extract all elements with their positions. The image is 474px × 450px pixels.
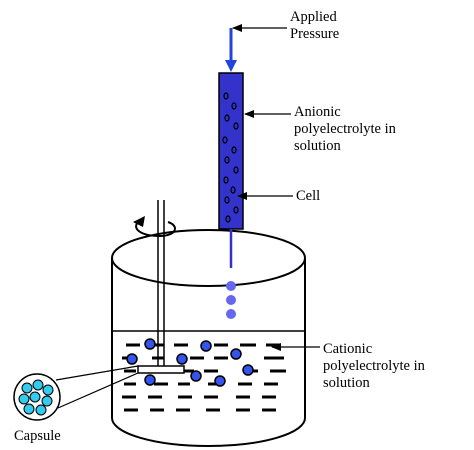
anionic-polyelectrolyte-label: Anionic polyelectrolyte in solution [294, 104, 396, 155]
droplet [226, 309, 236, 319]
anionic-line-2: polyelectrolyte in [294, 121, 396, 137]
cationic-polyelectrolyte-label: Cationic polyelectrolyte in solution [323, 341, 425, 392]
bead [230, 348, 242, 360]
stirrer-paddle [137, 365, 185, 374]
magnify-line-bottom [57, 372, 139, 409]
pressure-arrowhead [225, 60, 237, 72]
cell-label-text: Cell [296, 188, 321, 204]
droplet [226, 281, 236, 291]
cationic-line-1: Cationic [323, 341, 373, 357]
magnify-line-top [55, 365, 139, 381]
capsule-label-text: Capsule [14, 428, 61, 444]
bead [214, 375, 226, 387]
bead [242, 364, 254, 376]
capsule-beads [126, 338, 254, 387]
applied-pressure-label: Applied Pressure [290, 9, 339, 43]
beaker-bottom [111, 417, 306, 447]
anionic-cells [222, 92, 239, 223]
bead [126, 353, 138, 365]
syringe [218, 28, 244, 268]
beaker-rim [111, 229, 306, 287]
applied-pressure-line-2: Pressure [290, 26, 340, 42]
bead [200, 340, 212, 352]
stirrer [133, 200, 185, 374]
cationic-line-3: solution [323, 375, 370, 391]
bead [144, 338, 156, 350]
droplet [226, 295, 236, 305]
syringe-barrel [218, 72, 244, 230]
capsule-cells [18, 379, 54, 416]
label-arrows [232, 24, 320, 351]
curved-arrow-head [133, 216, 145, 227]
bead [144, 374, 156, 386]
applied-pressure-line-1: Applied [290, 9, 337, 25]
bead [176, 353, 188, 365]
bead [190, 370, 202, 382]
curved-arrow-icon [135, 219, 176, 238]
capsule-label: Capsule [14, 428, 61, 445]
beaker [111, 229, 306, 447]
falling-droplets [226, 281, 236, 319]
cell-label: Cell [296, 188, 320, 205]
cationic-line-2: polyelectrolyte in [323, 358, 425, 374]
anionic-line-1: Anionic [294, 104, 341, 120]
capsule-magnified [13, 365, 139, 421]
anionic-line-3: solution [294, 138, 341, 154]
